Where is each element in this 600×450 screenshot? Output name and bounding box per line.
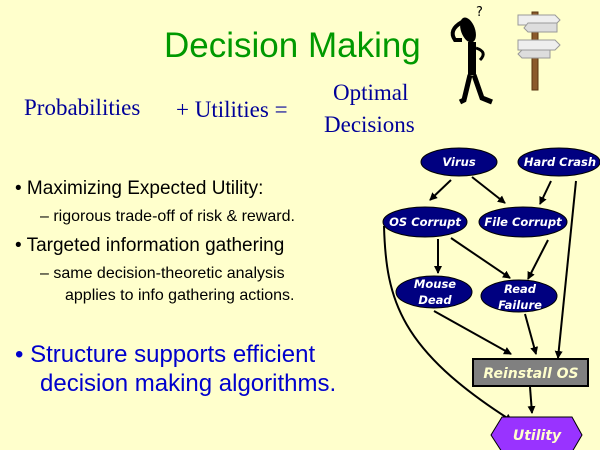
edge-read-reinstall	[524, 313, 539, 355]
equation-probabilities: Probabilities	[24, 95, 141, 120]
svg-text:File Corrupt: File Corrupt	[484, 215, 562, 229]
node-virus: Virus	[420, 147, 498, 177]
svg-text:Dead: Dead	[418, 293, 452, 307]
edge-os-utility	[383, 225, 513, 422]
node-mouse-dead: Mouse Dead	[395, 275, 473, 309]
svg-text:Failure: Failure	[498, 298, 542, 312]
svg-text:Hard Crash: Hard Crash	[524, 155, 596, 169]
svg-text:OS Corrupt: OS Corrupt	[389, 215, 461, 229]
svg-text:?: ?	[476, 5, 483, 20]
edge-os-read	[450, 237, 511, 279]
svg-text:Mouse: Mouse	[414, 277, 456, 291]
equation-decisions: Decisions	[324, 112, 415, 137]
equation-utilities: + Utilities =	[176, 97, 288, 122]
bullet-maximizing: • Maximizing Expected Utility:	[15, 178, 264, 199]
slide-title: Decision Making	[164, 26, 421, 65]
edge-virus-file-corrupt	[471, 176, 506, 204]
edge-virus-os-corrupt	[429, 179, 452, 201]
node-hard-crash: Hard Crash	[517, 147, 600, 177]
sub-bullet-tradeoff: – rigorous trade-off of risk & reward.	[40, 208, 295, 225]
bullet-targeted: • Targeted information gathering	[15, 235, 285, 256]
signpost-clipart	[517, 11, 561, 91]
edge-file-read	[527, 239, 549, 280]
edge-mouse-reinstall	[433, 310, 512, 355]
edge-reinstall-utility	[527, 386, 536, 414]
bullet-structure-cont: decision making algorithms.	[40, 370, 337, 397]
node-os-corrupt: OS Corrupt	[382, 206, 468, 238]
sub-bullet-analysis-cont: applies to info gathering actions.	[65, 287, 295, 304]
bullet-structure: • Structure supports efficient	[15, 341, 316, 368]
node-reinstall-os: Reinstall OS	[472, 358, 589, 387]
node-file-corrupt: File Corrupt	[478, 206, 568, 238]
svg-text:Virus: Virus	[442, 155, 475, 169]
thinking-man-clipart: ?	[450, 5, 493, 105]
node-utility: Utility	[490, 416, 583, 450]
edge-hardcrash-file-corrupt	[539, 180, 552, 205]
sub-bullet-analysis: – same decision-theoretic analysis	[40, 265, 285, 282]
edge-hardcrash-reinstall	[554, 180, 577, 359]
equation-optimal: Optimal	[333, 80, 409, 105]
svg-text:Read: Read	[504, 282, 537, 296]
svg-text:Reinstall OS: Reinstall OS	[483, 366, 578, 382]
svg-text:Utility: Utility	[513, 428, 562, 444]
node-read-failure: Read Failure	[480, 279, 558, 313]
